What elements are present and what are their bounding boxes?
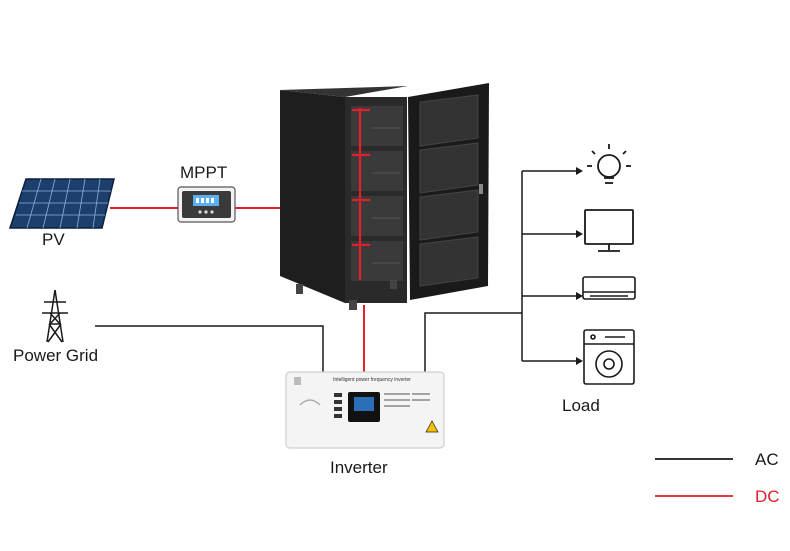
light-bulb-icon (587, 144, 631, 184)
mppt-label: MPPT (180, 163, 228, 182)
transmission-tower-icon (42, 289, 68, 343)
mppt-controller-icon (177, 186, 236, 223)
legend-ac-label: AC (755, 450, 779, 469)
dc-connections (110, 207, 365, 372)
battery-cabinet-icon (280, 83, 489, 310)
inverter-label: Inverter (330, 458, 388, 477)
pv-label: PV (42, 230, 65, 249)
ac-connections (95, 170, 576, 372)
inverter-panel-text: Intelligent power frequency inverter (333, 377, 411, 383)
washing-machine-icon (583, 329, 635, 385)
legend (655, 458, 733, 497)
power-grid-label: Power Grid (13, 346, 99, 365)
inverter-icon: Intelligent power frequency inverter (285, 371, 445, 449)
load-label: Load (562, 396, 600, 415)
television-icon (584, 209, 634, 252)
legend-dc-label: DC (755, 487, 780, 506)
air-conditioner-icon (582, 276, 636, 300)
solar-panel-icon (8, 178, 115, 229)
